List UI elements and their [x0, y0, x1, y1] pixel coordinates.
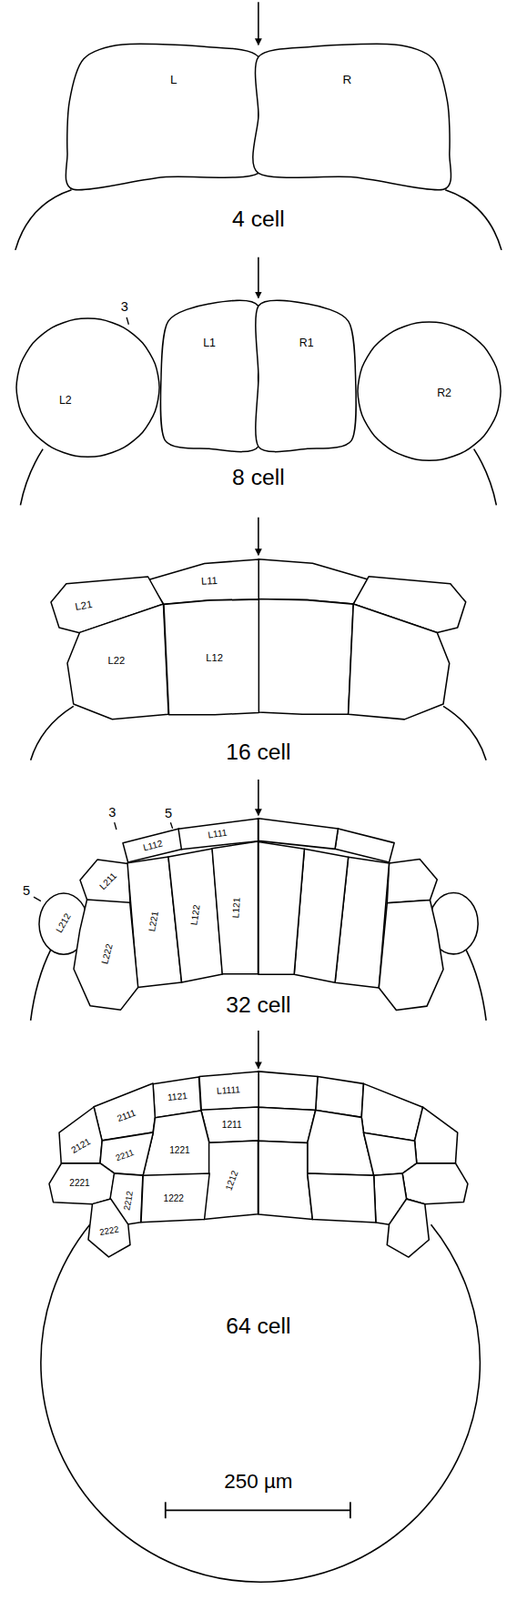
embryo-cell: 2121 [59, 1107, 102, 1165]
cell-border [16, 318, 160, 457]
yolk-outline [15, 190, 502, 1584]
cell-border [59, 1107, 102, 1165]
embryo-cell: 2111 [93, 1084, 155, 1142]
embryo-cell: L12 [163, 599, 259, 716]
right-half-cells [258, 559, 478, 1258]
cell-name: L1 [202, 337, 216, 349]
embryo-cell: L22 [67, 604, 169, 720]
cell-border [199, 1072, 259, 1112]
embryo-cell: 2221 [49, 1164, 115, 1206]
callout-number: 3 [121, 299, 129, 314]
cell-border [255, 300, 356, 452]
cell-border [212, 841, 258, 975]
cell-name: L12 [205, 653, 223, 664]
callout-number: 3 [108, 806, 116, 821]
cell-border [141, 1174, 210, 1224]
embryo-cell: L [67, 44, 259, 190]
stage-label: 64 cell [225, 1316, 291, 1339]
embryo-cell: L1 [161, 304, 259, 449]
cell-name: L121 [231, 898, 243, 920]
cell-name: R1 [299, 337, 315, 349]
cell-border [80, 860, 131, 904]
embryo-cell: L2 [16, 319, 160, 457]
embryo-cell: L121 [212, 841, 258, 975]
cell-outline [67, 44, 259, 190]
stage-label: 8 cell [232, 466, 285, 490]
embryo-cell: 1211 [201, 1107, 259, 1144]
stage-label: 32 cell [225, 994, 291, 1018]
callout-number: 5 [164, 807, 173, 821]
cell-border [142, 1111, 210, 1177]
cell-border [148, 559, 259, 605]
embryo-cell: 1221 [142, 1111, 210, 1177]
embryo-cell: L211 [80, 860, 131, 904]
cell-name: L1111 [216, 1085, 241, 1097]
embryo-cell: R [258, 44, 450, 190]
cell-border [253, 44, 452, 192]
cell-outline [16, 319, 160, 457]
cell-name: 1222 [163, 1195, 184, 1205]
cell-outline [258, 44, 450, 190]
embryo-cell: R2 [357, 323, 501, 460]
cell-outline [59, 1107, 102, 1165]
cell-outline [258, 304, 356, 449]
stage-label: 16 cell [225, 740, 291, 764]
embryo-cell: 2222 [88, 1199, 131, 1258]
cell-name: 1211 [222, 1121, 243, 1131]
embryo-cell: L222 [73, 900, 139, 1011]
embryo-cell: L1111 [199, 1072, 259, 1112]
embryo-cell: 1222 [141, 1174, 210, 1224]
cell-border [357, 322, 501, 461]
embryo-cell: L11 [148, 559, 259, 605]
cell-border [201, 1107, 259, 1144]
cell-name: R [343, 73, 353, 86]
cell-name: L22 [108, 656, 126, 667]
callout-number: 5 [22, 884, 31, 899]
cell-name: L11 [201, 576, 218, 588]
cell-name: 2221 [69, 1179, 90, 1189]
cell-name: L2 [59, 395, 72, 406]
scale-bar [165, 1502, 351, 1520]
cell-outline [161, 304, 259, 449]
embryo-cell: 1212 [203, 1141, 258, 1220]
cell-border [49, 1164, 115, 1206]
cell-outline [357, 323, 501, 460]
cell-name: 1221 [169, 1146, 190, 1156]
cell-border [88, 1199, 131, 1258]
cell-outline [142, 1111, 210, 1177]
cell-border [67, 604, 169, 720]
cell-border [93, 1084, 155, 1142]
cell-border [163, 599, 259, 716]
cell-border [161, 300, 262, 452]
cell-border [65, 44, 264, 192]
stage-label: 4 cell [232, 208, 285, 232]
scale-label: 250 µm [223, 1472, 293, 1493]
cell-name: R2 [436, 387, 452, 399]
cell-border [203, 1141, 258, 1220]
embryo-cell: R1 [258, 304, 356, 449]
cell-name: L [170, 73, 178, 86]
cell-border [73, 900, 139, 1011]
